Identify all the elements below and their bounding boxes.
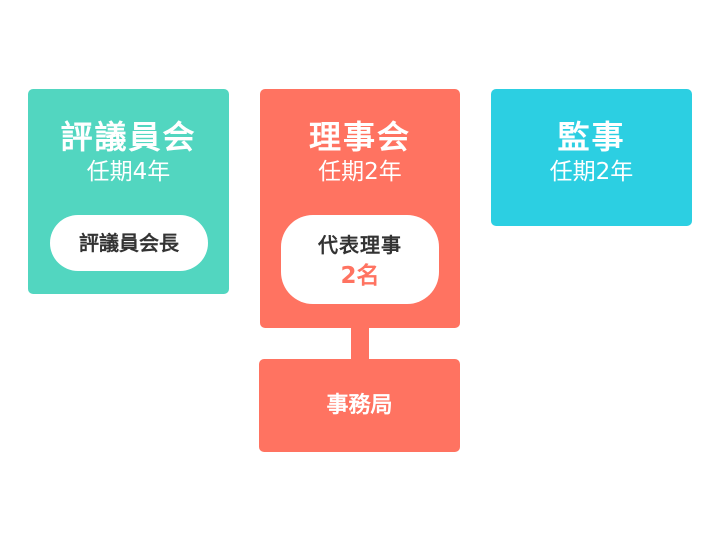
board-title: 理事会 [308,118,411,156]
representative-director-count: 2名 [340,263,380,289]
auditor-term: 任期2年 [549,159,634,185]
secretariat-title: 事務局 [326,393,393,418]
councillors-box: 評議員会 任期4年 評議員会長 [28,89,229,294]
board-term: 任期2年 [318,159,402,185]
board-box: 理事会 任期2年 代表理事 2名 [260,89,460,328]
councillors-chair-pill: 評議員会長 [50,215,208,271]
councillors-term: 任期4年 [86,159,171,185]
auditor-title: 監事 [557,118,626,156]
councillors-title: 評議員会 [60,118,197,156]
connector-line [351,328,369,360]
representative-director-pill: 代表理事 2名 [281,215,439,304]
representative-director-label: 代表理事 [318,233,402,257]
secretariat-box: 事務局 [259,359,460,452]
auditor-box: 監事 任期2年 [491,89,692,226]
